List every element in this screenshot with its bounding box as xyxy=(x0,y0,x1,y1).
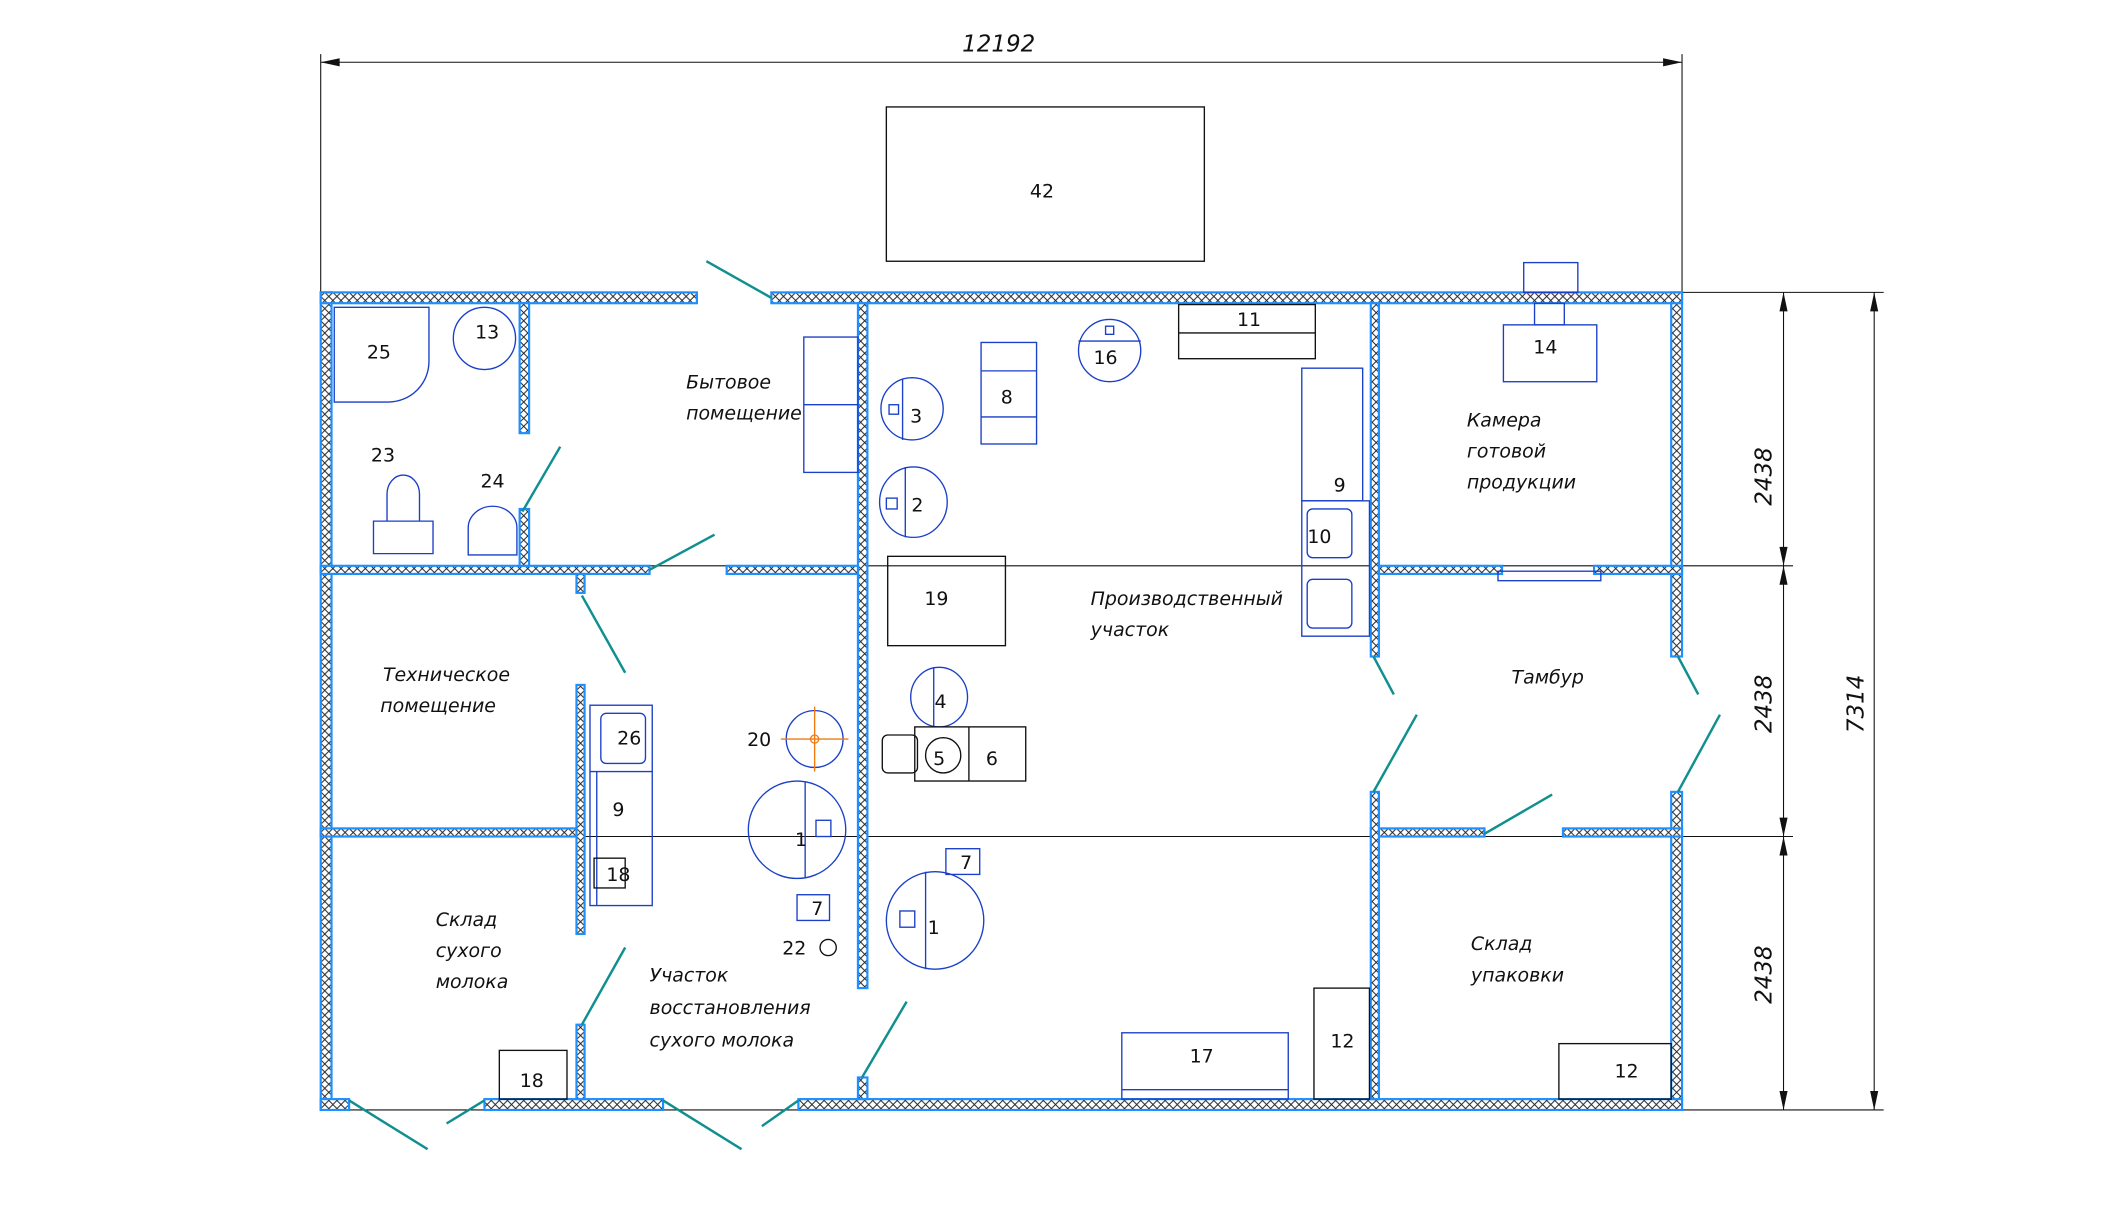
label-26: 26 xyxy=(617,727,641,749)
label-3: 3 xyxy=(910,405,922,427)
label-12-pack: 12 xyxy=(1614,1060,1638,1082)
label-12-prod: 12 xyxy=(1330,1031,1354,1053)
dimension-total-width: 12192 xyxy=(962,31,1035,57)
label-19: 19 xyxy=(924,588,948,610)
dimension-lines xyxy=(320,54,1884,1111)
label-5: 5 xyxy=(933,748,945,770)
equipment-labels: 25 13 23 24 11 16 3 8 14 2 9 10 19 26 20… xyxy=(367,309,1639,1092)
label-42: 42 xyxy=(1030,181,1054,203)
label-8: 8 xyxy=(1001,386,1013,408)
label-24: 24 xyxy=(481,470,505,492)
equipment-shapes xyxy=(333,261,1672,1100)
label-4: 4 xyxy=(934,691,946,713)
label-10: 10 xyxy=(1307,526,1331,548)
label-6: 6 xyxy=(986,748,998,770)
label-23: 23 xyxy=(371,445,395,467)
label-16: 16 xyxy=(1094,347,1118,369)
label-7-left: 7 xyxy=(811,898,823,920)
label-2: 2 xyxy=(911,495,923,517)
label-11: 11 xyxy=(1237,309,1261,331)
dimension-row-3: 2438 xyxy=(1751,945,1777,1004)
label-1-right: 1 xyxy=(928,917,940,939)
label-20: 20 xyxy=(747,729,771,751)
label-14: 14 xyxy=(1533,336,1557,358)
label-1-left: 1 xyxy=(795,829,807,851)
walls xyxy=(319,291,1684,1112)
room-vestibule: Тамбур xyxy=(1512,667,1584,689)
label-7-right: 7 xyxy=(960,852,972,874)
door-swings xyxy=(348,260,1721,1151)
dimension-total-height: 7314 xyxy=(1843,675,1869,734)
label-18-storage: 18 xyxy=(520,1070,544,1092)
label-25: 25 xyxy=(367,342,391,364)
label-13: 13 xyxy=(475,321,499,343)
label-17: 17 xyxy=(1190,1046,1214,1068)
label-18-tech: 18 xyxy=(606,864,630,886)
label-22: 22 xyxy=(782,937,806,959)
outdoor-unit xyxy=(885,106,1206,262)
dimension-row-1: 2438 xyxy=(1751,447,1777,506)
dimension-row-2: 2438 xyxy=(1751,675,1777,734)
label-9-prod: 9 xyxy=(1334,474,1346,496)
label-9-tech: 9 xyxy=(612,799,624,821)
